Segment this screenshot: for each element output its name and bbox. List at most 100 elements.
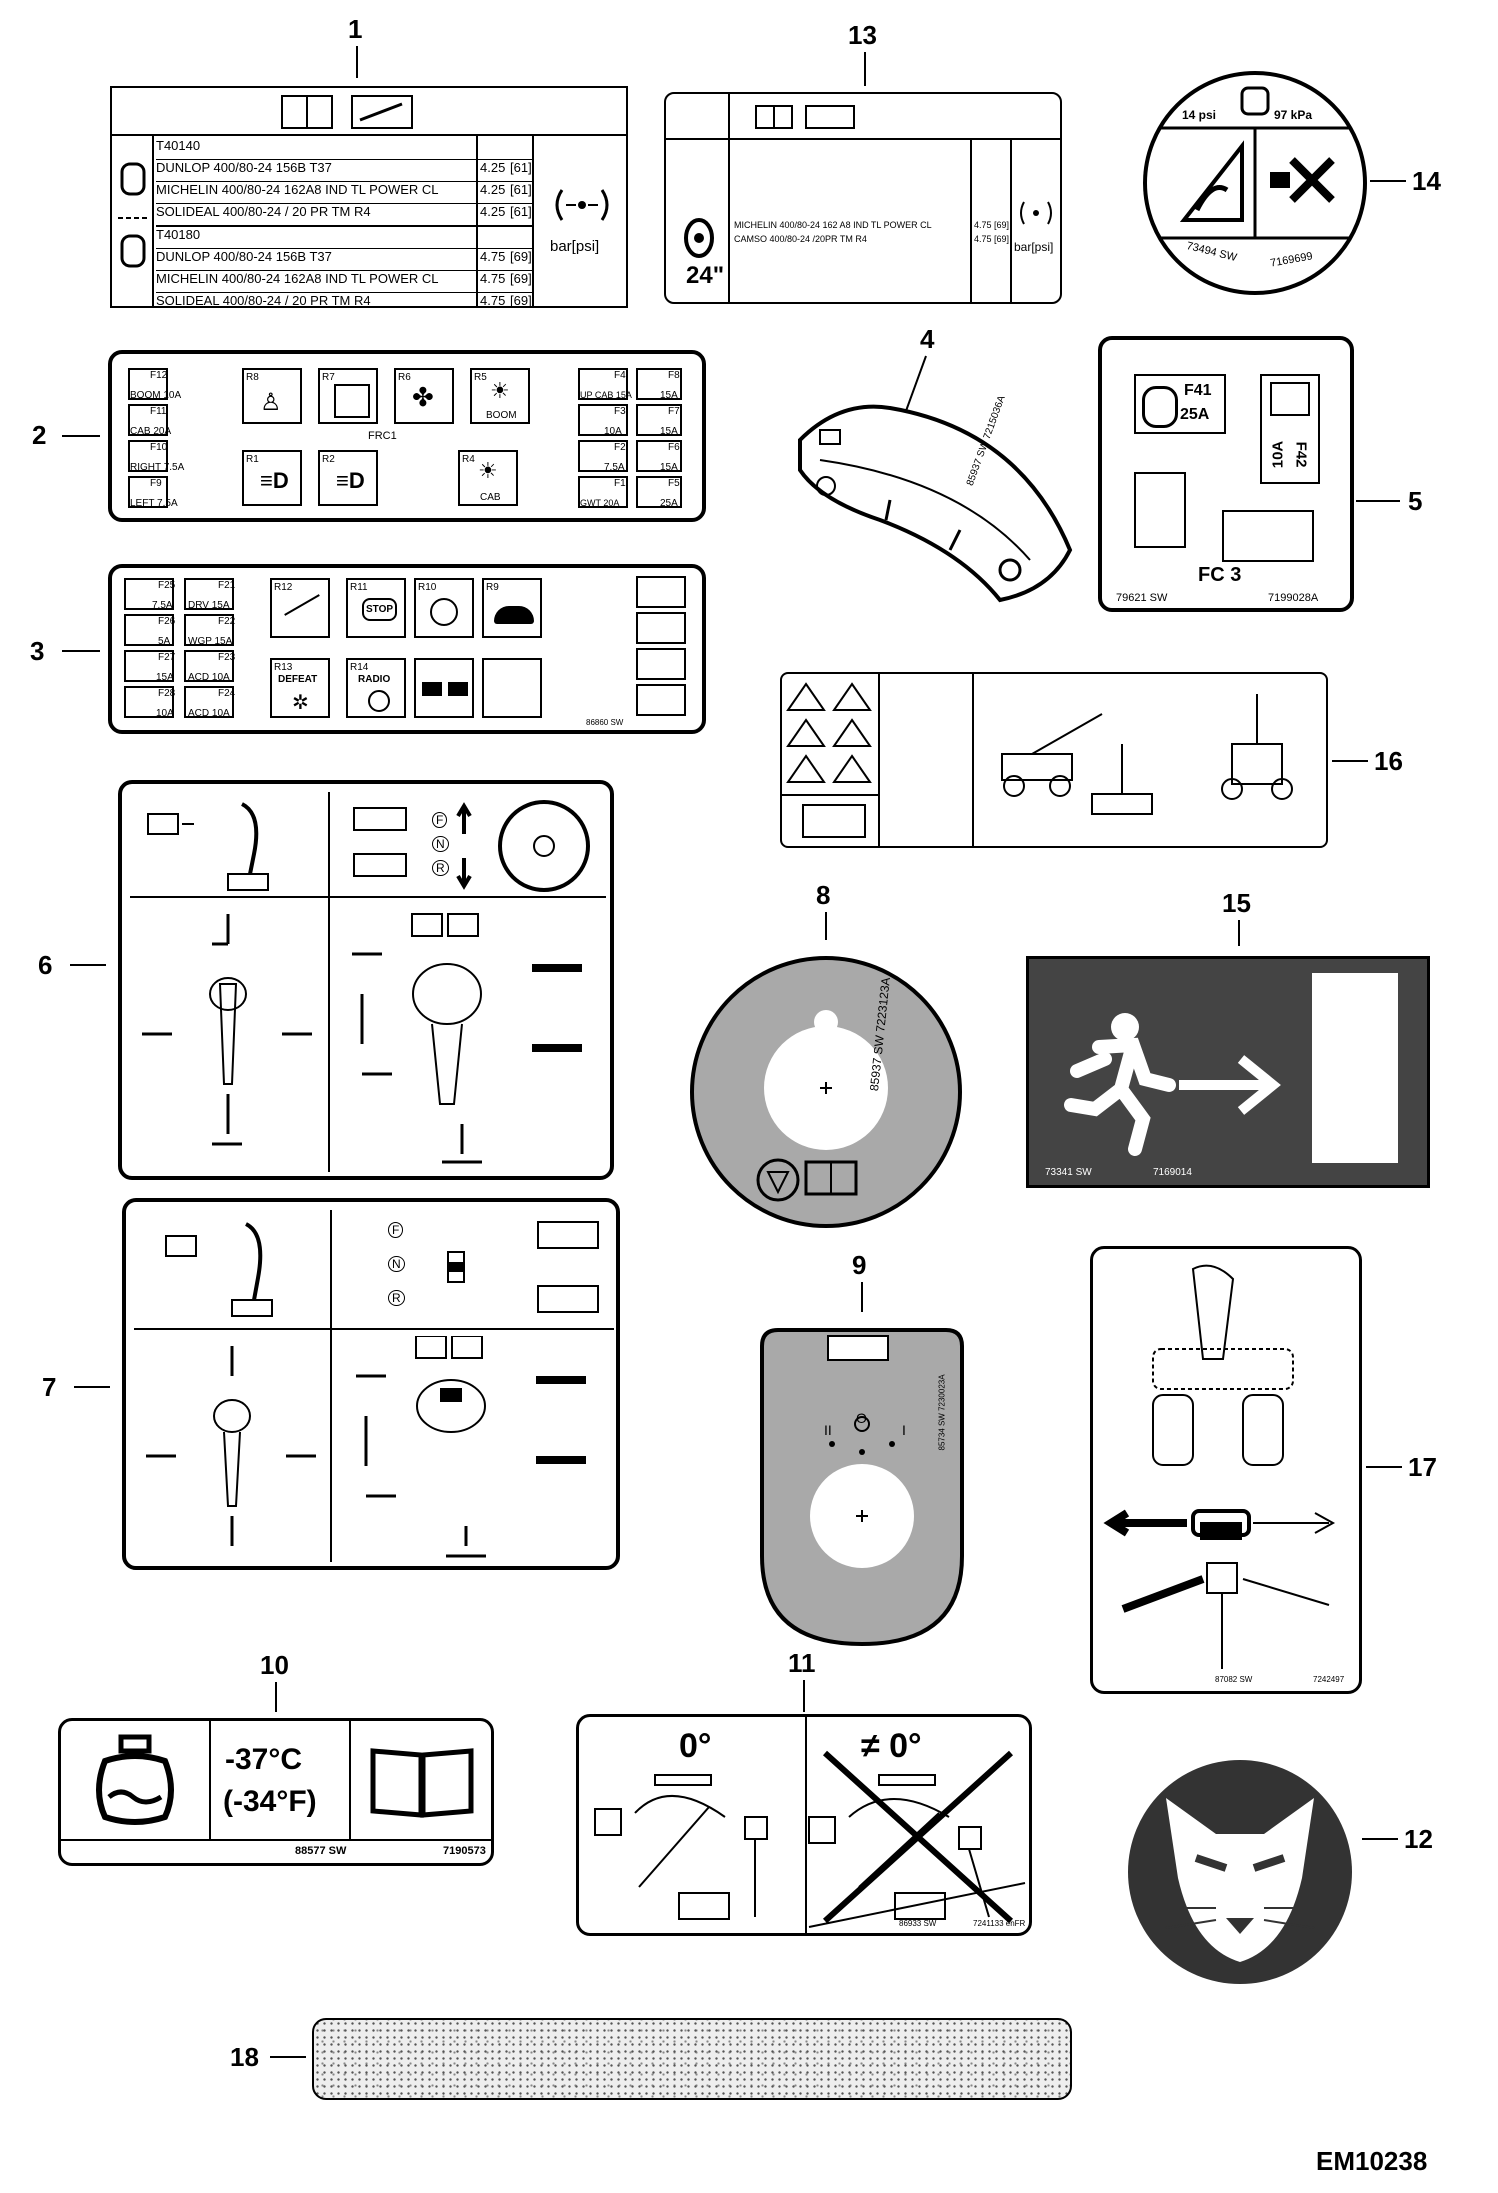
relay-r7: R7 — [318, 368, 378, 424]
decal-code: 7241133 enFR — [973, 1919, 1026, 1928]
work-light-icon: ☀ — [478, 458, 498, 483]
decal-9-switch-plate: II O I 85734 SW 7230023A — [758, 1326, 966, 1648]
callout-10: 10 — [260, 1650, 289, 1680]
relay-r10: R10 — [414, 578, 474, 638]
leader-2 — [62, 435, 100, 437]
leader-15 — [1238, 920, 1240, 946]
attachment-diagram — [332, 904, 612, 1174]
gear-icon: ✲ — [292, 692, 309, 714]
level-ok-label: 0° — [679, 1727, 712, 1765]
manual-icon — [367, 1741, 477, 1821]
steering-wheel-icon: F N R — [334, 794, 604, 894]
leader-14 — [1370, 180, 1406, 182]
callout-7: 7 — [42, 1372, 57, 1402]
relay-r9: R9 — [482, 578, 542, 638]
leader-8 — [825, 912, 827, 940]
pressure-gauge-icon — [1014, 198, 1058, 228]
leader-10 — [275, 1682, 277, 1712]
headlight-icon: ≡D — [336, 468, 365, 493]
relay-r1: R1≡D — [242, 450, 302, 506]
switch-position-1: I — [902, 1422, 906, 1438]
pressure-unit: bar[psi] — [1014, 240, 1054, 254]
callout-15: 15 — [1222, 888, 1251, 918]
callout-16: 16 — [1374, 746, 1403, 776]
manual-icon — [262, 92, 432, 132]
fuse-box-title: FC 3 — [1198, 564, 1242, 586]
fuse-slot — [636, 612, 686, 644]
callout-13: 13 — [848, 20, 877, 50]
decal-code: 7190573 — [443, 1845, 486, 1857]
relay-r5: R5☀BOOM — [470, 368, 530, 424]
decal-15-exit-sign: 73341 SW 7169014 — [1026, 956, 1430, 1188]
relay-r12: R12 — [270, 578, 330, 638]
leader-11 — [803, 1680, 805, 1712]
decal-6-controls: F N R — [118, 780, 614, 1180]
machine-drawings — [992, 684, 1322, 834]
decal-5-fuse-fc3: F41 25A F42 10A FC 3 79621 SW 7199028A — [1098, 336, 1354, 612]
decal-code: 79621 SW — [1116, 592, 1168, 604]
tire-line-1: MICHELIN 400/80-24 162 A8 IND TL POWER C… — [734, 220, 932, 230]
relay-slot — [414, 658, 474, 718]
decal-14-coolant-warning: 14 psi 97 kPa 73494 SW 7169699 — [1142, 70, 1368, 296]
manual-icon — [752, 102, 862, 132]
switch-position-2: II — [824, 1422, 832, 1438]
attachment-diagram — [336, 1335, 616, 1566]
decal-code: 87082 SW — [1215, 1675, 1253, 1684]
leader-13 — [864, 52, 866, 86]
callout-17: 17 — [1408, 1452, 1437, 1482]
joystick-boom-diagram — [136, 1336, 326, 1566]
callout-9: 9 — [852, 1250, 867, 1280]
fuse-f41: F41 25A — [1134, 374, 1226, 434]
tire-line-2: CAMSO 400/80-24 /20PR TM R4 — [734, 234, 867, 244]
direction-selector: F N R — [338, 1212, 614, 1326]
work-light-icon: ☀ — [490, 378, 510, 403]
pressure-gauge-icon — [542, 180, 622, 230]
callout-12: 12 — [1404, 1824, 1433, 1854]
decal-4-curved-indicator: 85937 SW 7215036A — [780, 390, 1080, 610]
leader-5 — [1356, 500, 1400, 502]
decal-13-tire-pressure: 24" MICHELIN 400/80-24 162 A8 IND TL POW… — [664, 92, 1062, 304]
pressure-kpa: 97 kPa — [1274, 108, 1313, 122]
joystick-boom-diagram — [132, 904, 322, 1174]
wheel-icon — [684, 218, 714, 258]
tire-value-2: 4.75 [69] — [974, 234, 1010, 244]
callout-1: 1 — [348, 14, 363, 44]
callout-14: 14 — [1412, 166, 1441, 196]
temperature-celsius: -37°C — [225, 1743, 303, 1776]
decal-code: 7199028A — [1268, 592, 1319, 604]
decal-11-level-warning: 0° ≠ 0° 86933 SW 7241133 enFR — [576, 1714, 1032, 1936]
switch-position-0: O — [856, 1410, 867, 1426]
joystick-icon — [146, 1214, 326, 1324]
table-row: MICHELIN 400/80-24 162A8 IND TL POWER CL… — [156, 271, 532, 293]
boom-icon — [284, 594, 320, 616]
relay-r2: R2≡D — [318, 450, 378, 506]
decal-17-joystick-direction: 87082 SW 7242497 — [1090, 1246, 1362, 1694]
turtle-icon — [494, 606, 534, 624]
decal-code: 85734 SW 7230023A — [937, 1374, 947, 1451]
leader-7 — [74, 1386, 110, 1388]
decal-code: 7169014 — [1153, 1167, 1192, 1178]
light-indicator-icon — [430, 598, 458, 626]
wiper-icon — [334, 384, 370, 418]
decal-12-bobcat-logo — [1126, 1758, 1354, 1986]
relay-slot — [482, 658, 542, 718]
manual-icon — [802, 804, 866, 838]
decal-code: 86933 SW — [899, 1919, 937, 1928]
decal-8-round-gray: 85937 SW 7223123A — [688, 954, 964, 1230]
decal-7-controls: F N R — [122, 1198, 620, 1570]
